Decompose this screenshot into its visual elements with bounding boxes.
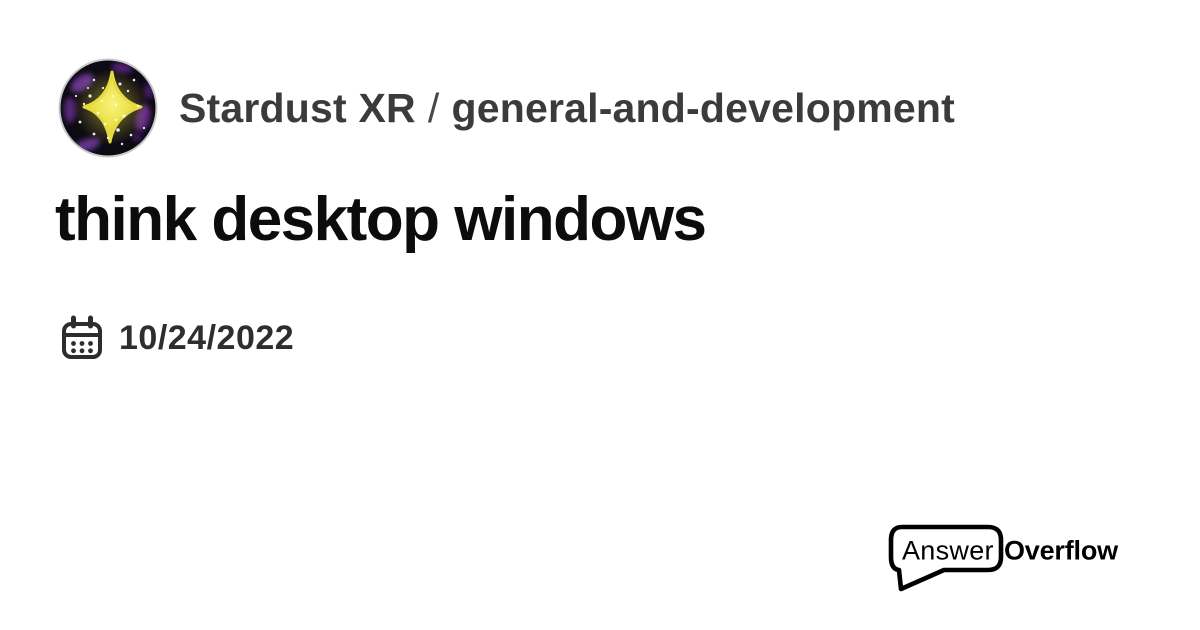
- community-name: Stardust XR: [179, 84, 416, 131]
- post-date: 10/24/2022: [119, 318, 295, 357]
- header: Stardust XR/general-and-development: [58, 58, 955, 158]
- sparkle-nebula-avatar: [58, 58, 158, 158]
- brand-name-part2: Overflow: [1004, 536, 1119, 566]
- breadcrumb: Stardust XR/general-and-development: [179, 85, 955, 132]
- post-meta: 10/24/2022: [60, 314, 294, 362]
- brand-name-part1: Answer: [902, 536, 994, 566]
- channel-name: general-and-development: [451, 84, 955, 131]
- calendar-icon: [62, 315, 102, 359]
- post-title: think desktop windows: [55, 185, 707, 254]
- speech-bubble-icon: [888, 524, 1004, 592]
- breadcrumb-separator: /: [427, 84, 440, 131]
- answer-overflow-logo: Answer Overflow: [888, 524, 1119, 592]
